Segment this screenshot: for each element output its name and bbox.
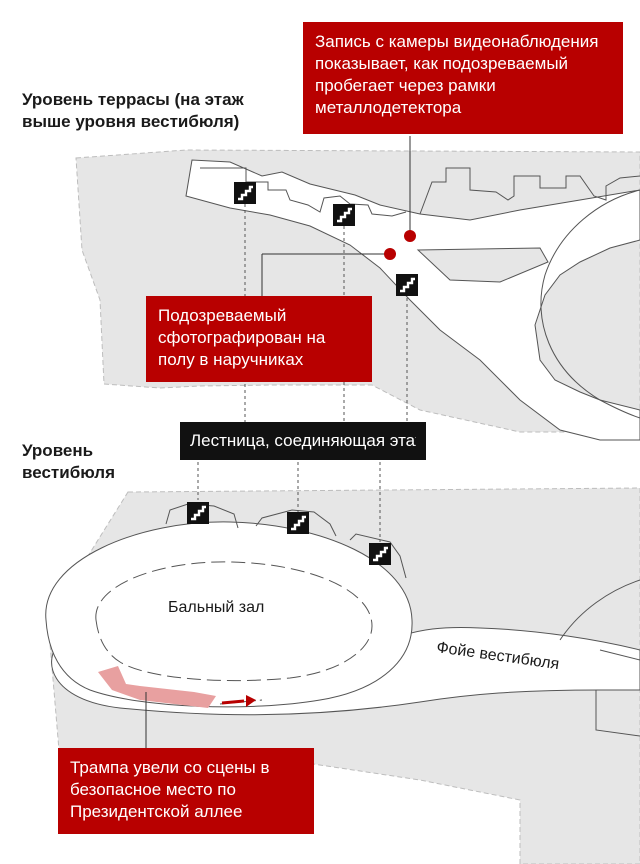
lobby-right-curve bbox=[559, 579, 640, 737]
stairs-label: Лестница, соединяющая этажи bbox=[180, 422, 426, 460]
ballroom-outline bbox=[45, 521, 413, 708]
terrace-room-1 bbox=[200, 167, 407, 217]
stairs-icon bbox=[333, 204, 355, 226]
red-dot-marker-camera bbox=[404, 230, 416, 242]
stairs-icon bbox=[287, 512, 309, 534]
stairs-icon bbox=[234, 182, 256, 204]
ballroom-label: Бальный зал bbox=[168, 599, 264, 616]
terrace-right-curve bbox=[540, 189, 640, 419]
terrace-walkway bbox=[185, 159, 640, 441]
red-dot-marker-suspect bbox=[384, 248, 396, 260]
terrace-level-label: Уровень террасы (на этаж выше уровня вес… bbox=[22, 90, 244, 131]
lobby-level-label: Уровень вестибюля bbox=[22, 441, 116, 482]
stairs-label-text: Лестница, соединяющая этажи bbox=[190, 431, 416, 450]
terrace-room-2 bbox=[419, 167, 640, 215]
ballroom-inner-dashed bbox=[95, 561, 373, 682]
lobby-level-floor bbox=[45, 487, 640, 864]
stage-walkway bbox=[98, 666, 216, 708]
terrace-inner-island bbox=[416, 247, 549, 283]
trump-callout: Трампа увели со сцены в безопасное место… bbox=[58, 748, 314, 834]
stairs-icon bbox=[396, 274, 418, 296]
suspect-callout: Подозреваемый сфотографирован на полу в … bbox=[146, 296, 372, 382]
red-arrow-icon bbox=[221, 695, 256, 707]
stairs-icon bbox=[369, 543, 391, 565]
camera-callout: Запись с камеры видеонаблюдения показыва… bbox=[303, 22, 623, 134]
stairs-icon bbox=[187, 502, 209, 524]
terrace-level-floor bbox=[75, 149, 640, 441]
leader-lines bbox=[145, 136, 411, 748]
